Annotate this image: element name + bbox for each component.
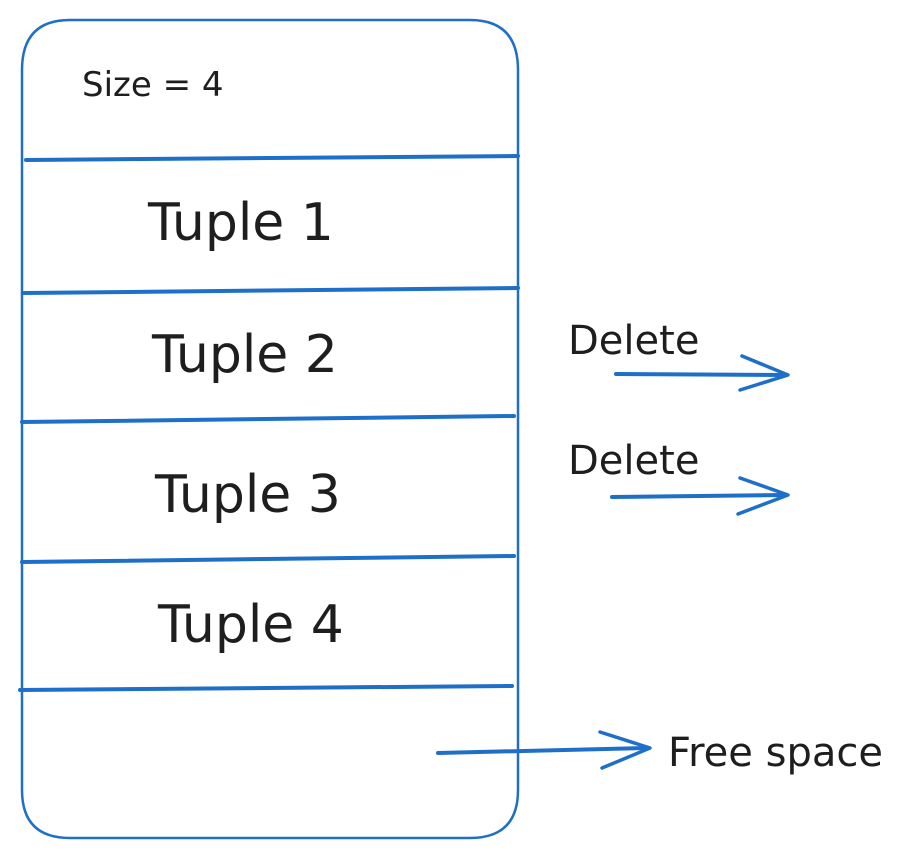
size-label: Size = 4: [82, 65, 224, 105]
tuple-label-2: Tuple 2: [151, 325, 338, 385]
divider-tuple-2: [20, 414, 516, 424]
divider-tuple-1: [22, 286, 520, 295]
tuple-label-3: Tuple 3: [154, 465, 341, 525]
delete-label-1: Delete: [568, 318, 699, 364]
divider-header: [24, 154, 520, 162]
page-container: [20, 18, 520, 840]
delete-arrow-2: [610, 476, 790, 516]
free-space-label: Free space: [668, 730, 883, 776]
tuple-label-1: Tuple 1: [147, 193, 334, 253]
delete-label-2: Delete: [568, 438, 699, 484]
free-space-arrow: [436, 730, 652, 770]
divider-tuple-3: [20, 554, 516, 564]
divider-tuple-4: [18, 684, 514, 692]
delete-arrow-1: [614, 354, 790, 392]
tuple-label-4: Tuple 4: [157, 595, 344, 655]
